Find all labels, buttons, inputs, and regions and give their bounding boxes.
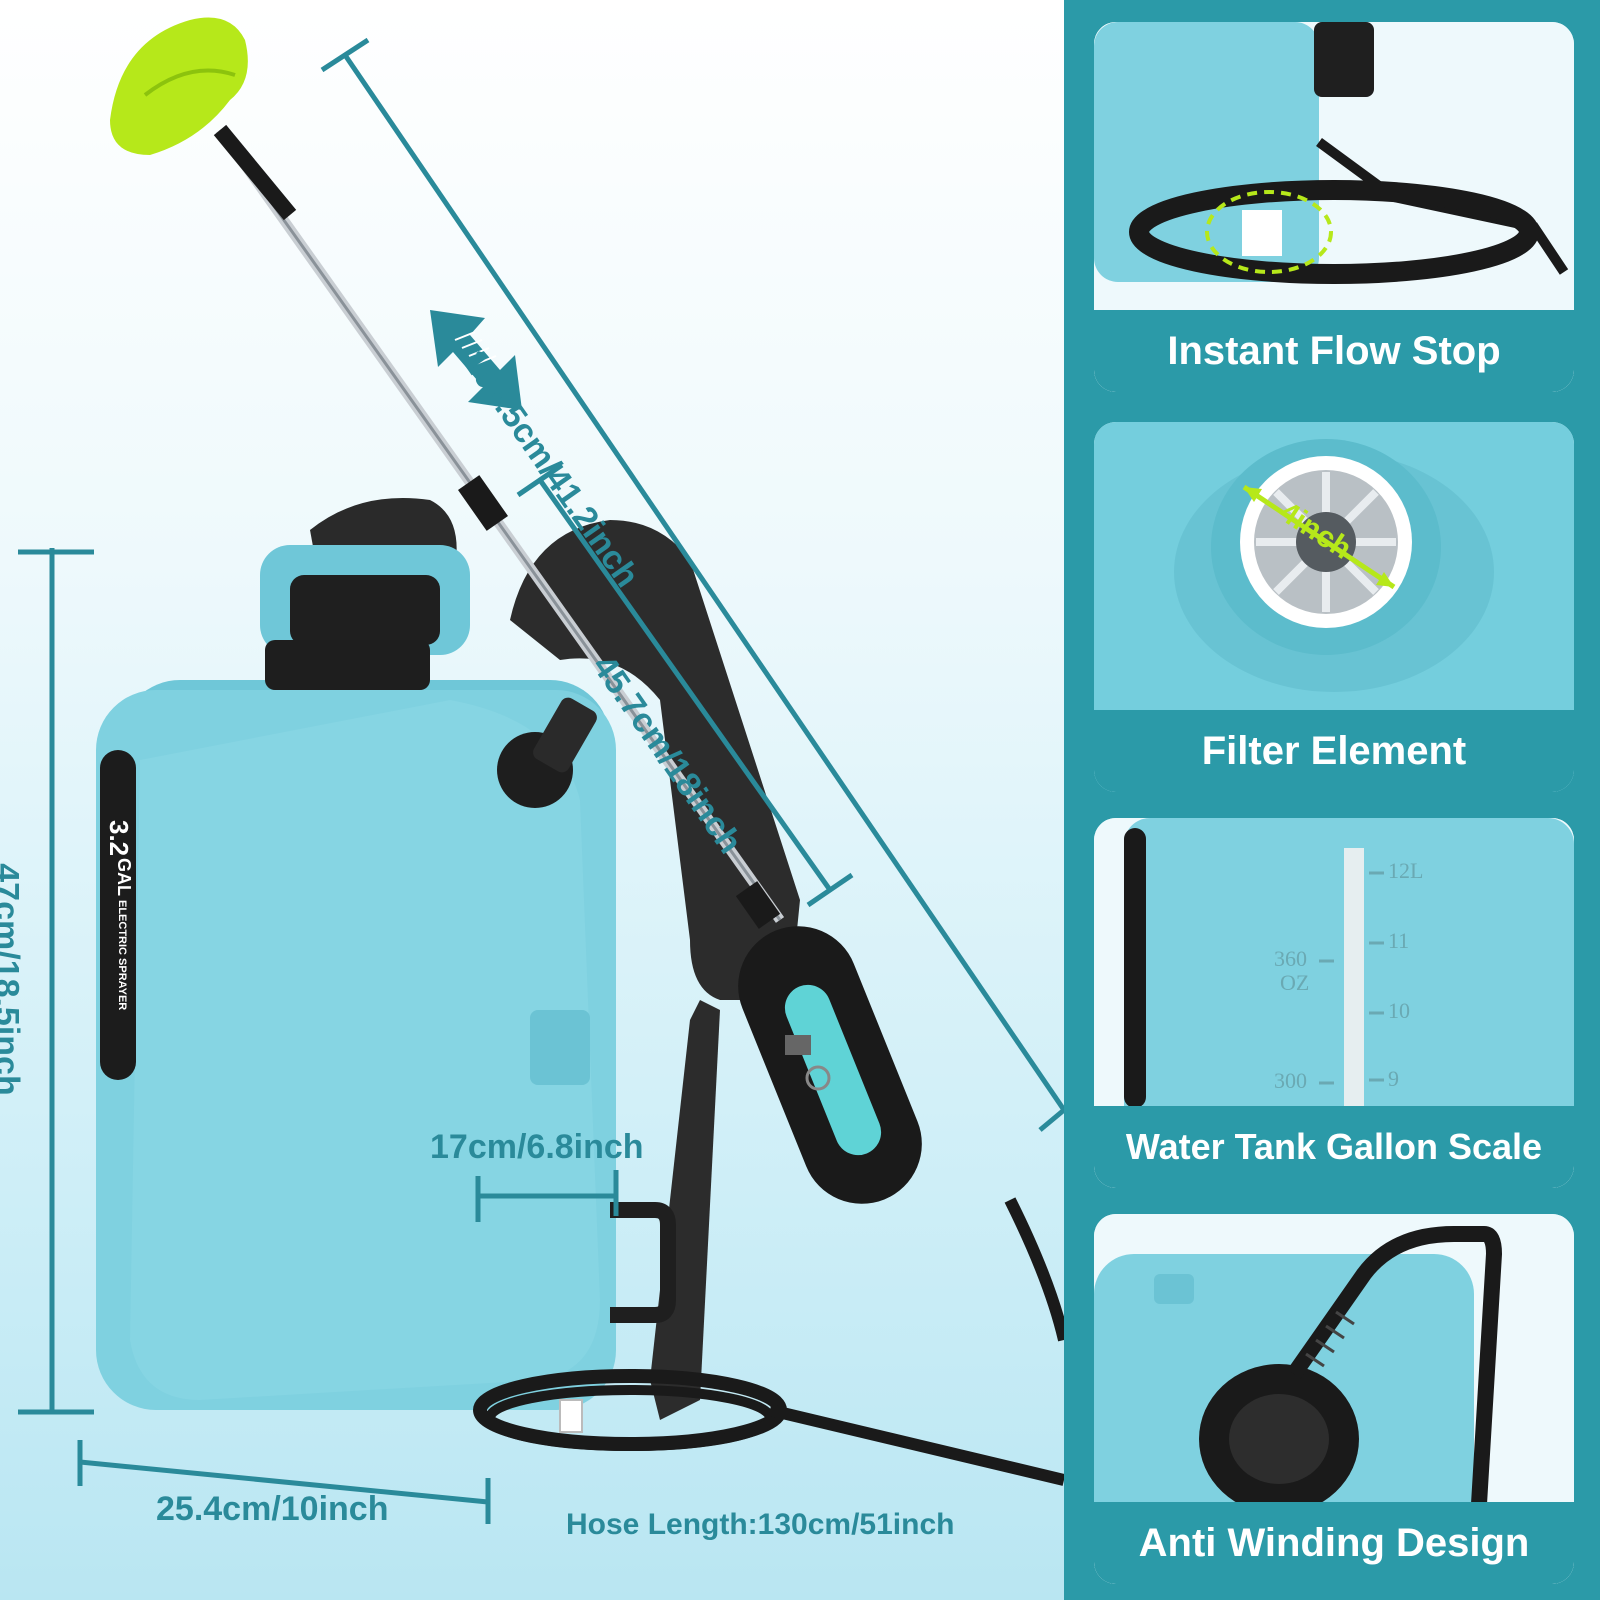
feature-panel-filter: 4inch Filter Element (1094, 422, 1574, 792)
oz-unit: OZ (1280, 970, 1310, 995)
tank-unit-label: GAL (114, 858, 134, 896)
hose (473, 1197, 1064, 1486)
feature-panel-flow-stop: Instant Flow Stop (1094, 22, 1574, 392)
feature-panel-scale: 12L 11 10 9 360 OZ 300 Water Tank Gallon… (1094, 818, 1574, 1188)
spray-wand (110, 17, 785, 929)
filter-mesh-icon (1094, 422, 1574, 792)
hose-length-label: Hose Length:130cm/51inch (566, 1508, 955, 1541)
trigger-handle (738, 926, 922, 1204)
dimension-lines (18, 37, 1064, 1524)
tank-height-label: 47cm/18.5inch (0, 863, 26, 1096)
tank-width-label: 25.4cm/10inch (156, 1490, 389, 1528)
tank-depth-label: 17cm/6.8inch (430, 1128, 644, 1166)
tank-name-label: ELECTRIC SPRAYER (116, 900, 128, 1011)
sprayer-illustration (18, 17, 1064, 1524)
scale-mark-10: 10 (1388, 998, 1410, 1023)
tank-capacity-label: 3.2 (104, 820, 134, 857)
scale-mark-12l: 12L (1388, 858, 1424, 883)
feature-caption: Anti Winding Design (1094, 1502, 1574, 1584)
telescopic-arrow (430, 310, 522, 410)
oz-mark-360: 360 (1274, 946, 1307, 971)
feature-caption: Filter Element (1094, 710, 1574, 792)
feature-caption: Instant Flow Stop (1094, 310, 1574, 392)
scale-mark-11: 11 (1388, 928, 1410, 953)
feature-caption: Water Tank Gallon Scale (1094, 1106, 1574, 1188)
hose-connector-icon (1094, 1214, 1574, 1584)
oz-mark-300: 300 (1274, 1068, 1307, 1093)
tank (96, 545, 676, 1410)
feature-panel-anti-winding: Anti Winding Design (1094, 1214, 1574, 1584)
scale-mark-9: 9 (1388, 1066, 1399, 1091)
